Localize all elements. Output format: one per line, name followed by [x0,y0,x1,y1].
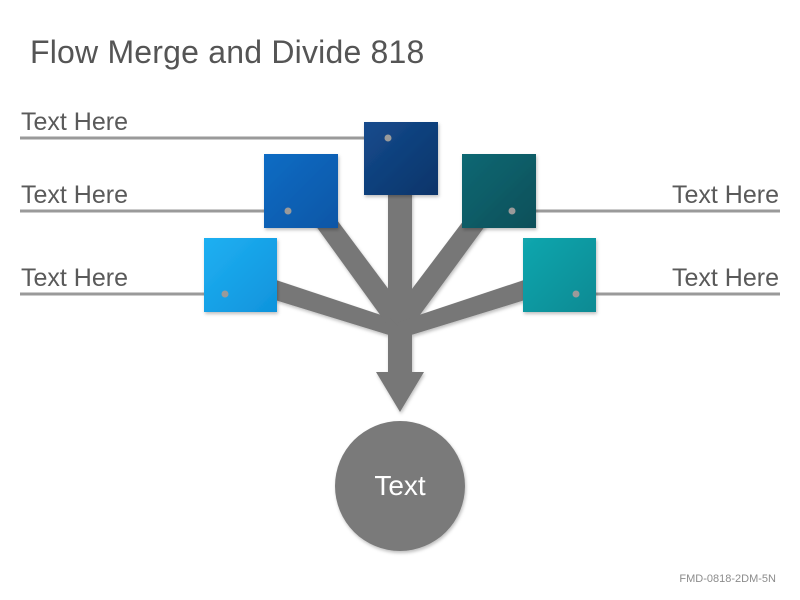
arrow-branch-left-lower [270,278,402,336]
arrow-branch-left-upper [313,216,410,334]
arrow-branch-right-upper [390,216,488,334]
leader-dot-right-upper [508,207,516,215]
leader-dot-left-upper [284,207,292,215]
page-title: Flow Merge and Divide 818 [30,34,425,70]
label-low-right: Text Here [672,264,779,292]
label-mid-right: Text Here [672,181,779,209]
label-mid-left: Text Here [21,181,128,209]
leader-lines [20,136,780,296]
merge-arrows [270,190,530,412]
box-right-upper [462,154,536,228]
label-low-left: Text Here [21,264,128,292]
leader-dots [221,134,580,298]
arrow-branch-top [388,190,412,330]
leader-dot-left-lower [221,290,229,298]
center-circle-label: Text [374,470,426,501]
box-left-lower [204,238,277,312]
footer-code: FMD-0818-2DM-5N [679,573,776,585]
leader-dot-right-lower [572,290,580,298]
arrow-stem [376,326,424,412]
center-circle [335,421,465,551]
box-top [364,122,438,195]
label-top-left: Text Here [21,108,128,136]
leader-dot-top [384,134,392,142]
arrow-branch-right-lower [398,278,530,336]
box-right-lower [523,238,596,312]
box-left-upper [264,154,338,228]
